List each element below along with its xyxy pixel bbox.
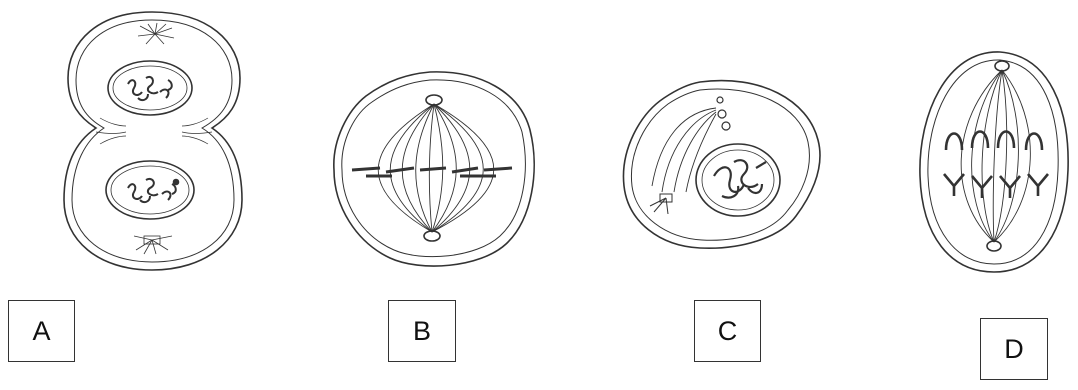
cell-a-top-aster xyxy=(138,23,174,44)
cell-a-upper-nucleus xyxy=(108,61,192,115)
cell-b-metaphase-plate xyxy=(352,168,512,176)
label-box-c: C xyxy=(694,300,761,362)
cell-b-top-centriole xyxy=(426,95,442,105)
cell-a-lower-chromatin xyxy=(128,179,176,202)
cell-c-centrioles xyxy=(717,97,730,130)
cell-c-membrane xyxy=(623,81,819,249)
label-c: C xyxy=(718,316,738,347)
cell-a-upper-chromatin xyxy=(128,77,172,100)
label-b: B xyxy=(413,316,431,347)
cell-b-metaphase xyxy=(334,72,534,266)
cell-b-bottom-centriole xyxy=(424,231,440,241)
cell-d-top-centriole xyxy=(995,61,1009,71)
cell-c-condensing-chromosomes xyxy=(714,160,766,197)
label-box-a: A xyxy=(8,300,75,362)
label-box-d: D xyxy=(980,318,1048,380)
cell-d-spindle xyxy=(961,70,1030,242)
cell-c-prophase xyxy=(623,81,819,249)
cell-a-furrow-lines xyxy=(96,118,212,144)
cell-d-lower-chromatids xyxy=(944,174,1048,198)
label-a: A xyxy=(32,316,50,347)
cell-d-membrane-inner xyxy=(928,60,1058,264)
cell-a-telophase xyxy=(64,12,242,270)
cell-a-membrane-inner xyxy=(72,20,234,262)
cell-c-spindle-forming xyxy=(652,108,716,192)
cell-a-lower-nucleus xyxy=(106,161,194,219)
cell-d-bottom-centriole xyxy=(987,241,1001,251)
cell-c-membrane-inner xyxy=(631,89,809,240)
cell-c-nucleus xyxy=(696,144,780,216)
cell-d-upper-chromatids xyxy=(946,132,1042,151)
label-box-b: B xyxy=(388,300,456,362)
cell-a-bottom-aster xyxy=(134,236,172,254)
label-d: D xyxy=(1004,334,1024,365)
cell-c-left-pole xyxy=(650,194,672,214)
cell-d-anaphase xyxy=(920,52,1068,272)
cell-a-membrane xyxy=(64,12,242,270)
